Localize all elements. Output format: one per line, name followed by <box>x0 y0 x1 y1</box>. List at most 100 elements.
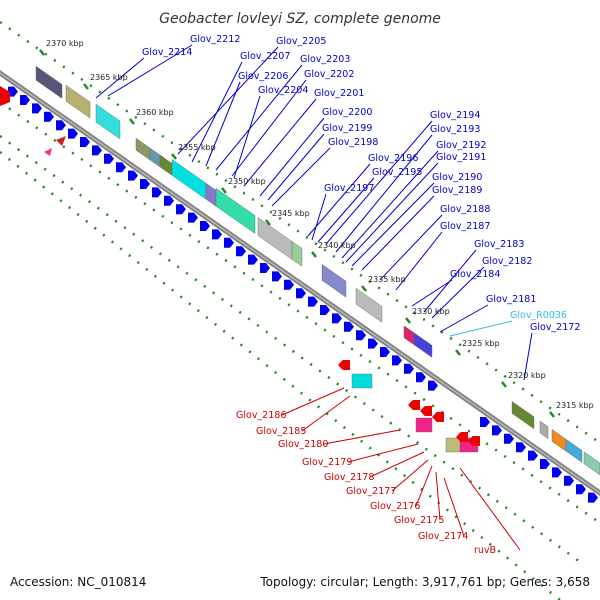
reverse-gene-arrow <box>0 86 10 106</box>
gene-label-forward[interactable]: Glov_2214 <box>142 47 192 58</box>
forward-gene-arrow <box>140 179 150 189</box>
gene-label-forward[interactable]: Glov_2196 <box>368 153 418 164</box>
gene-label-forward[interactable]: Glov_2189 <box>432 185 482 196</box>
leader-line <box>439 304 489 333</box>
reverse-gene-arrow <box>468 436 480 446</box>
forward-gene-arrow <box>128 170 138 181</box>
leader-line <box>107 44 193 97</box>
leader-line <box>301 395 351 432</box>
gene-label-forward[interactable]: Glov_2192 <box>436 140 486 151</box>
tick-label: 2365 kbp <box>90 73 128 82</box>
tick-label: 2320 kbp <box>508 371 546 380</box>
forward-gene-arrow <box>320 305 330 315</box>
leader-line <box>95 57 145 99</box>
reverse-gene-arrow <box>338 360 350 370</box>
feature-blocks <box>35 65 600 476</box>
gene-label-forward[interactable]: Glov_2199 <box>322 123 372 134</box>
forward-gene-arrow <box>492 425 502 436</box>
leader-line <box>431 266 485 319</box>
tick-track-line <box>0 134 581 564</box>
gene-label-forward[interactable]: Glov_2203 <box>300 54 350 65</box>
gene-label-forward[interactable]: Glov_2205 <box>276 36 326 47</box>
leader-line <box>307 163 371 237</box>
gene-label-forward[interactable]: Glov_2202 <box>304 69 354 80</box>
tick-mark <box>83 83 89 90</box>
tick-track-line <box>0 100 600 525</box>
gene-label-reverse[interactable]: Glov_2177 <box>346 486 396 497</box>
gene-label-forward[interactable]: Glov_2212 <box>190 34 240 45</box>
leader-line <box>459 467 521 551</box>
forward-gene-arrow <box>80 137 90 147</box>
leader-line <box>259 117 325 197</box>
gene-label-forward[interactable]: Glov_2193 <box>430 124 480 135</box>
tick-mark <box>361 285 367 292</box>
gene-label-forward[interactable]: Glov_2198 <box>328 137 378 148</box>
leader-line <box>233 95 261 179</box>
forward-gene-arrow <box>576 484 586 495</box>
tick-mark <box>455 349 461 356</box>
leader-line <box>271 147 331 207</box>
tick-label: 2340 kbp <box>318 241 356 250</box>
forward-gene-arrow <box>104 153 114 164</box>
gene-label-forward[interactable]: Glov_2200 <box>322 107 372 118</box>
leader-line <box>205 81 241 167</box>
forward-gene-arrow <box>68 128 78 139</box>
gene-label-reverse[interactable]: Glov_2176 <box>370 501 420 512</box>
gene-label-forward[interactable]: Glov_2206 <box>238 71 288 82</box>
gene-label-forward[interactable]: Glov_2197 <box>324 183 374 194</box>
gene-label-reverse[interactable]: Glov_2174 <box>418 531 468 542</box>
gene-label-forward[interactable]: Glov_2188 <box>440 204 490 215</box>
feature-block <box>159 154 173 176</box>
gene-label-reverse[interactable]: ruvB <box>474 545 496 556</box>
gene-label-forward[interactable]: Glov_2204 <box>258 85 308 96</box>
leader-line <box>435 471 441 521</box>
gene-label-reverse[interactable]: Glov_2180 <box>278 439 328 450</box>
leader-line <box>361 195 435 271</box>
gene-label-forward[interactable]: Glov_2194 <box>430 110 480 121</box>
forward-gene-arrow <box>344 321 354 332</box>
gene-label-forward[interactable]: Glov_2182 <box>482 256 532 267</box>
leader-line <box>335 134 433 253</box>
leader-line <box>443 477 465 537</box>
gene-label-forward[interactable]: Glov_2187 <box>440 221 490 232</box>
leader-line <box>449 320 513 337</box>
leader-line <box>325 120 433 245</box>
leader-line <box>317 177 375 243</box>
leader-line <box>415 465 433 507</box>
leader-line <box>351 182 435 267</box>
gene-label-reverse[interactable]: Glov_2175 <box>394 515 444 526</box>
gene-label-forward[interactable]: Glov_2183 <box>474 239 524 250</box>
gene-label-forward[interactable]: Glov_2181 <box>486 294 536 305</box>
forward-gene-arrow <box>296 288 306 299</box>
gene-label-forward[interactable]: Glov_2190 <box>432 172 482 183</box>
gene-label-forward[interactable]: Glov_R0036 <box>510 310 567 321</box>
gene-label-reverse[interactable]: Glov_2179 <box>302 457 352 468</box>
forward-gene-arrow <box>480 417 490 427</box>
gene-label-forward[interactable]: Glov_2184 <box>450 269 500 280</box>
tick-track-line <box>0 20 600 445</box>
gene-label-reverse[interactable]: Glov_2186 <box>236 410 286 421</box>
tick-mark <box>405 317 411 324</box>
gene-label-reverse[interactable]: Glov_2185 <box>256 426 306 437</box>
feature-block <box>539 420 549 439</box>
forward-gene-arrow <box>92 145 102 156</box>
gene-label-forward[interactable]: Glov_2207 <box>240 51 290 62</box>
feature-block <box>171 159 207 200</box>
gene-label-forward[interactable]: Glov_2191 <box>436 152 486 163</box>
forward-gene-arrow <box>552 467 562 478</box>
leader-line <box>191 61 243 163</box>
feature-block <box>355 287 383 323</box>
leader-line <box>523 332 533 381</box>
forward-gene-arrow <box>284 279 294 290</box>
feature-block <box>215 187 256 234</box>
forward-gene-arrow <box>212 229 222 240</box>
leader-line <box>411 279 453 307</box>
gene-label-forward[interactable]: Glov_2201 <box>314 88 364 99</box>
gene-label-forward[interactable]: Glov_2195 <box>372 167 422 178</box>
gene-label-reverse[interactable]: Glov_2178 <box>324 472 374 483</box>
gene-label-forward[interactable]: Glov_2172 <box>530 322 580 333</box>
leader-line <box>395 231 443 291</box>
forward-gene-arrow <box>308 296 318 307</box>
tick-mark <box>171 153 177 160</box>
